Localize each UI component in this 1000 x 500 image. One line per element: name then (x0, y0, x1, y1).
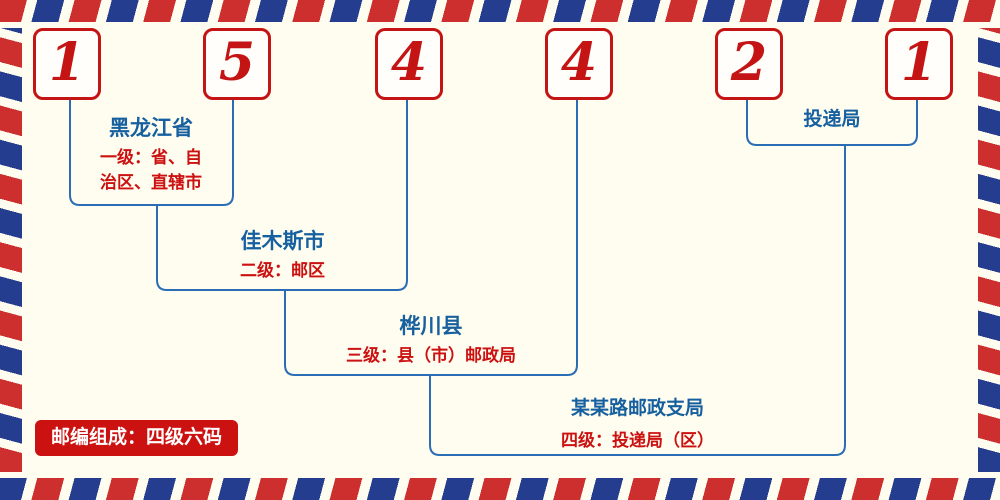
digit-box-6: 1 (885, 28, 953, 100)
city-label-block: 佳木斯市 二级：邮区 (160, 229, 405, 283)
digit-box-2: 5 (203, 28, 271, 100)
province-label-block: 黑龙江省 一级：省、自 治区、直辖市 (72, 116, 230, 195)
airmail-border-bottom (0, 478, 1000, 500)
postal-code-composition-badge: 邮编组成：四级六码 (35, 420, 239, 456)
digit-box-3: 4 (375, 28, 443, 100)
province-name: 黑龙江省 (109, 117, 193, 140)
delivery-office-label: 投递局 (803, 109, 861, 130)
digit-box-1: 1 (33, 28, 101, 100)
delivery-office-label-block: 投递局 (749, 107, 915, 133)
branch-label-block: 某某路邮政支局 四级：投递局（区） (432, 396, 843, 453)
province-level-desc: 一级：省、自 治区、直辖市 (72, 145, 230, 195)
city-name: 佳木斯市 (240, 230, 325, 253)
province-level-desc-line2: 治区、直辖市 (100, 173, 202, 192)
county-level-desc: 三级：县（市）邮政局 (346, 346, 516, 365)
branch-level-desc: 四级：投递局（区） (561, 431, 714, 450)
branch-name: 某某路邮政支局 (570, 398, 704, 419)
city-level-desc: 二级：邮区 (240, 261, 325, 280)
airmail-border-left (0, 28, 22, 472)
county-label-block: 桦川县 三级：县（市）邮政局 (287, 314, 575, 368)
province-level-desc-line1: 一级：省、自 (100, 148, 202, 167)
digit-box-4: 4 (545, 28, 613, 100)
airmail-border-top (0, 0, 1000, 22)
county-name: 桦川县 (399, 315, 463, 338)
airmail-border-right (978, 28, 1000, 472)
digit-box-5: 2 (715, 28, 783, 100)
